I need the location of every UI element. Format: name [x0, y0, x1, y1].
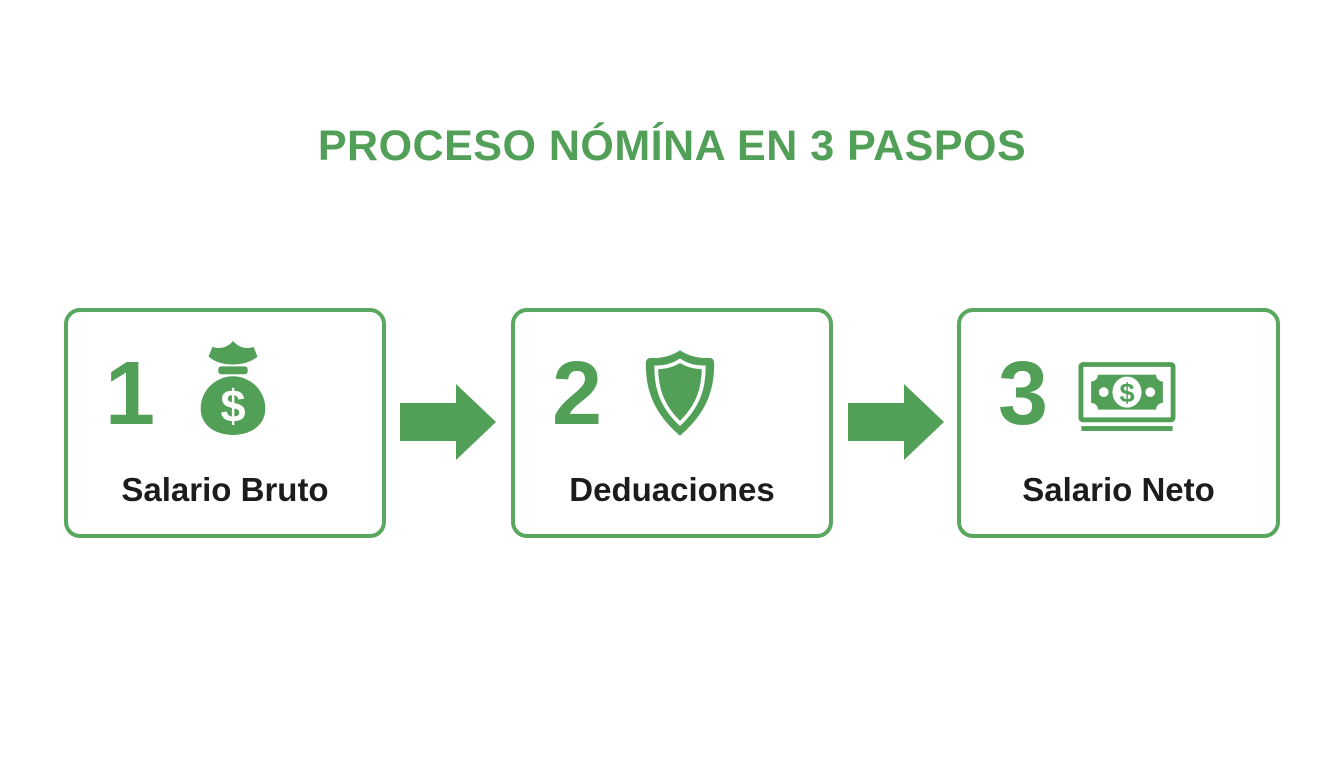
- banknote-icon: $: [1078, 362, 1175, 437]
- step-number: 3: [997, 344, 1049, 444]
- step-card-salario-bruto: 1 $ Salario Bruto: [64, 308, 386, 538]
- page-title: PROCESO NÓMÍNA EN 3 PASPOS: [317, 122, 1027, 170]
- svg-text:$: $: [220, 380, 245, 431]
- step-label: Deduaciones: [569, 471, 775, 508]
- shield-icon: [642, 348, 718, 443]
- svg-text:$: $: [1119, 377, 1134, 408]
- arrow-right-icon: [400, 384, 496, 460]
- step-label: Salario Bruto: [121, 471, 329, 508]
- money-bag-icon: $: [194, 339, 272, 440]
- step-card-salario-neto: 3 $ Salario Neto: [957, 308, 1280, 538]
- step-card-deduaciones: 2 Deduaciones: [511, 308, 833, 538]
- step-label: Salario Neto: [1022, 471, 1215, 508]
- step-number: 1: [104, 344, 156, 444]
- step-number: 2: [551, 344, 603, 444]
- arrow-right-icon: [848, 384, 944, 460]
